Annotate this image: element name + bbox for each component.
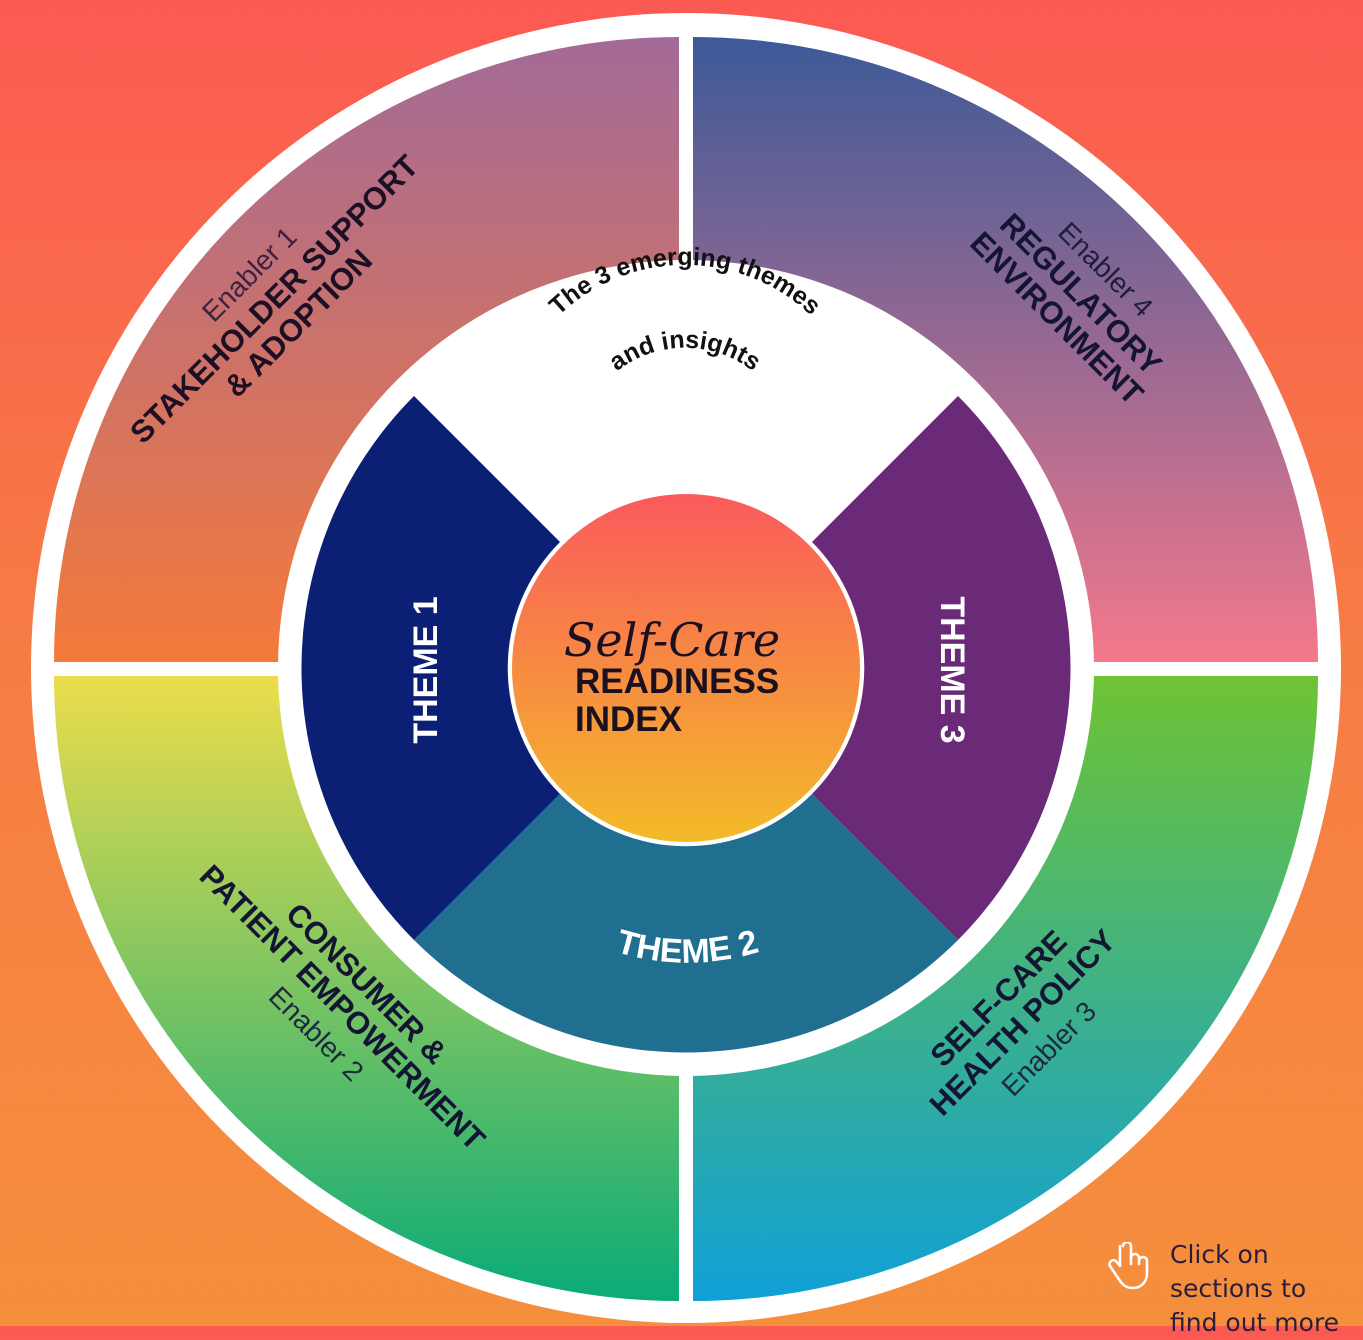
click-hint: Click on sections to find out more	[1108, 1238, 1358, 1337]
theme-1-label: THEME 1	[407, 596, 445, 743]
click-hint-text: Click on sections to find out more	[1170, 1240, 1340, 1337]
center-circle[interactable]	[512, 494, 860, 842]
center-script-title: Self-Care	[564, 613, 780, 667]
center-title-line2: INDEX	[575, 700, 683, 739]
pointing-hand-icon	[1108, 1242, 1149, 1290]
theme-2-sector[interactable]	[414, 794, 958, 1053]
center-title-line1: READINESS	[575, 662, 779, 701]
theme-3-sector[interactable]	[812, 396, 1071, 940]
theme-3-label: THEME 3	[933, 596, 971, 743]
theme-1-sector[interactable]	[301, 396, 560, 940]
